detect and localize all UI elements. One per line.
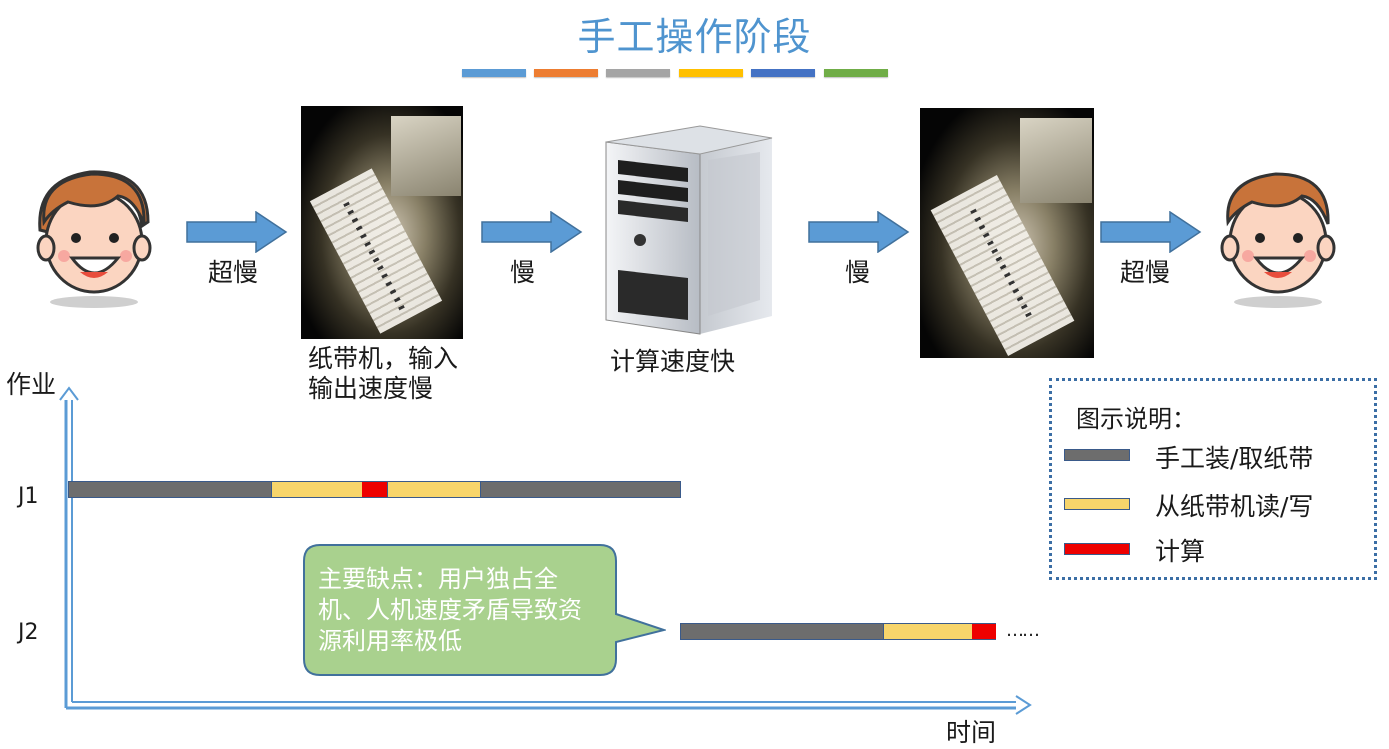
job-bar-j1: [68, 481, 681, 498]
color-strip-segment-3: [606, 69, 670, 77]
color-strip-segment-4: [679, 69, 743, 77]
flow-label-4: 超慢: [1120, 258, 1171, 287]
printer-caption-line-2: 输出速度慢: [308, 374, 434, 403]
flow-arrow-3: [808, 211, 910, 253]
j1-read-segment: [271, 482, 364, 497]
flow-arrow-1: [186, 211, 288, 253]
color-strip-segment-2: [534, 69, 598, 77]
color-strip-segment-1: [462, 69, 526, 77]
j1-compute-segment: [362, 482, 387, 497]
color-strip-segment-5: [751, 69, 815, 77]
legend-label-readwrite: 从纸带机读/写: [1155, 492, 1314, 521]
timeline-axes: [59, 386, 1032, 715]
row-label-j2: J2: [18, 620, 39, 645]
flow-arrow-4: [1100, 211, 1202, 253]
j2-read-segment: [883, 624, 974, 639]
legend-swatch-manual: [1064, 449, 1130, 461]
j2-compute-segment: [972, 624, 996, 639]
flow-label-1: 超慢: [208, 258, 259, 287]
user-face-icon-right: [1220, 172, 1336, 308]
legend-label-manual: 手工装/取纸带: [1155, 444, 1314, 473]
legend-swatch-readwrite: [1064, 498, 1130, 510]
paper-tape-machine-image-right: [920, 108, 1094, 358]
job-bar-j2: [680, 623, 996, 640]
j1-write-segment: [387, 482, 481, 497]
flow-label-3: 慢: [845, 258, 871, 287]
paper-tape-machine-image-left: [301, 106, 463, 339]
flow-arrow-2: [481, 211, 583, 253]
color-strip-segment-6: [824, 69, 888, 77]
legend-label-compute: 计算: [1155, 537, 1206, 566]
j2-continuation-dots: ……: [1006, 620, 1040, 641]
computer-caption: 计算速度快: [610, 347, 736, 376]
printer-caption-line-1: 纸带机，输入: [308, 344, 459, 373]
page-title: 手工操作阶段: [577, 15, 812, 59]
callout-bubble: [303, 544, 666, 676]
legend-swatch-compute: [1064, 543, 1130, 555]
legend-title: 图示说明：: [1076, 405, 1196, 433]
legend-box: 图示说明： 手工装/取纸带 从纸带机读/写 计算: [1049, 378, 1377, 580]
flow-label-2: 慢: [510, 258, 536, 287]
x-axis-label: 时间: [946, 718, 997, 747]
row-label-j1: J1: [18, 484, 39, 509]
computer-tower-icon: [605, 125, 773, 335]
user-face-icon-left: [36, 170, 152, 308]
callout-text: 主要缺点：用户独占全机、人机速度矛盾导致资源利用率极低: [318, 565, 582, 655]
y-axis-label: 作业: [6, 370, 57, 399]
